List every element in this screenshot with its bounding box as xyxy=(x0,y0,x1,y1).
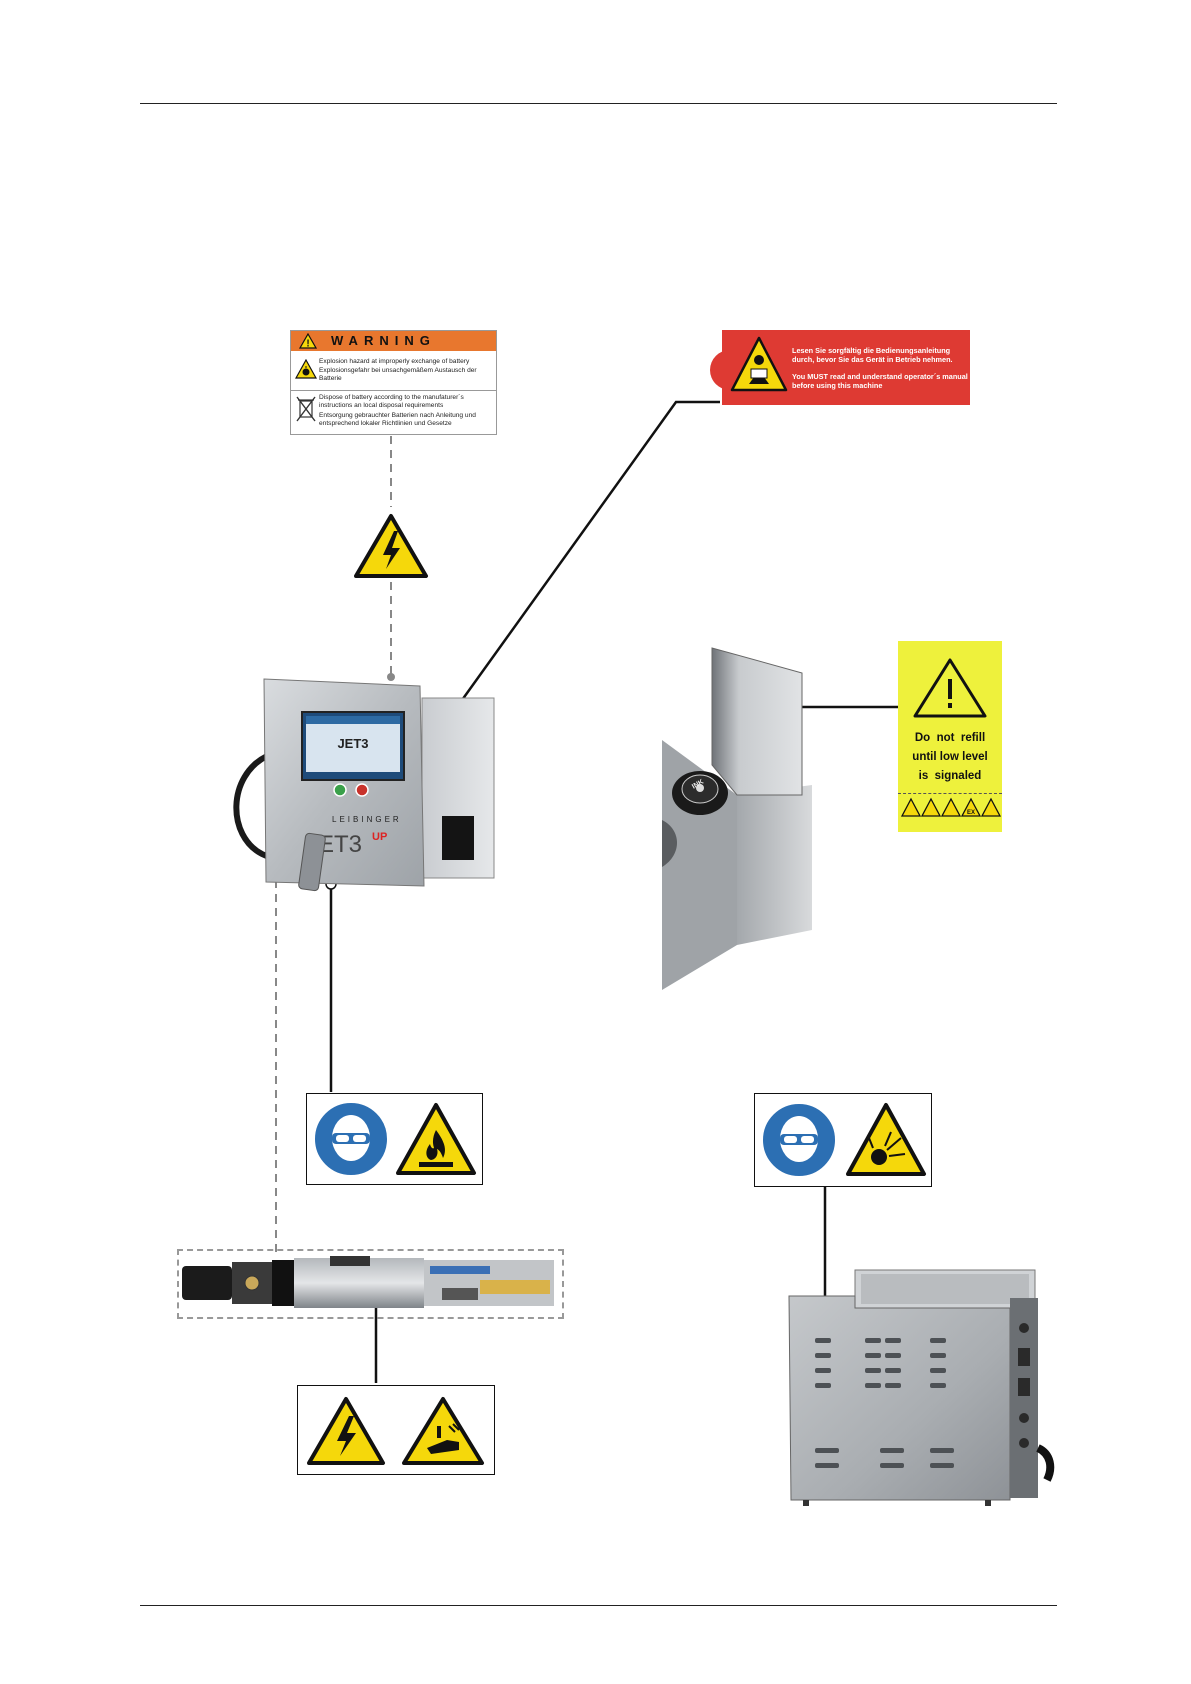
warning-line-3: Dispose of battery according to the manu… xyxy=(319,394,464,409)
pictogram-goggles-flammable xyxy=(306,1093,483,1185)
warning-line-2: Explosionsgefahr bei unsachgemäßem Austa… xyxy=(319,367,477,382)
print-head-photo xyxy=(182,1256,554,1308)
flammable-warning-icon xyxy=(396,1103,476,1175)
read-manual-label: Lesen Sie sorgfältig die Bedienungsanlei… xyxy=(722,330,970,405)
warning-line-1: Explosion hazard at improperly exchange … xyxy=(319,358,470,365)
refill-line-1: Do not refill xyxy=(914,732,986,744)
cabinet-back-photo xyxy=(788,1269,1055,1506)
refill-divider xyxy=(898,793,1002,794)
hazard-strip-icons: EX xyxy=(901,797,1001,817)
warning-header-bar: ! WARNING xyxy=(291,331,496,351)
refill-line-2: until low level xyxy=(912,751,988,763)
hand-injury-warning-icon xyxy=(402,1397,484,1465)
header-rule xyxy=(140,103,1057,104)
manual-english-text: You MUST read and understand operator´s … xyxy=(792,372,968,390)
caution-icon xyxy=(913,658,987,718)
lightning-warning-icon xyxy=(354,514,428,578)
manual-german-text: Lesen Sie sorgfältig die Bedienungsanlei… xyxy=(792,346,953,364)
battery-warning-label: ! WARNING Explosion hazard at improperly… xyxy=(290,330,497,435)
warning-triangle-icon: ! xyxy=(299,333,317,349)
hazard-ex-text: EX xyxy=(967,810,975,816)
print-head-detail-frame xyxy=(177,1249,564,1319)
explosive-warning-icon xyxy=(846,1103,926,1176)
warning-header-text: WARNING xyxy=(331,333,436,348)
brand-logo-text: LEIBINGER xyxy=(332,815,402,824)
refill-warning-label: Do not refill until low level is signale… xyxy=(898,641,1002,832)
goggles-mandatory-icon xyxy=(761,1102,837,1178)
footer-rule xyxy=(140,1605,1057,1606)
pictogram-electric-hand xyxy=(297,1385,495,1475)
model-suffix-text: UP xyxy=(372,831,387,843)
explosive-warning-icon xyxy=(295,359,317,379)
warning-line-4: Entsorgung gebrauchter Batterien nach An… xyxy=(319,412,476,427)
ink-lid-photo xyxy=(662,647,812,990)
lightning-warning-icon xyxy=(307,1397,385,1465)
refill-line-3: is signaled xyxy=(918,770,982,782)
pictogram-goggles-explosive xyxy=(754,1093,932,1187)
goggles-mandatory-icon xyxy=(313,1101,389,1177)
svg-text:!: ! xyxy=(306,339,309,350)
warning-divider xyxy=(291,390,496,391)
battery-disposal-icon xyxy=(296,396,316,422)
read-manual-icon xyxy=(730,336,788,392)
printer-photo: JET3 LEIBINGER JET3 UP xyxy=(233,678,495,892)
screen-logo: JET3 xyxy=(337,736,368,751)
screen-logo-text: JET3 xyxy=(337,736,368,751)
